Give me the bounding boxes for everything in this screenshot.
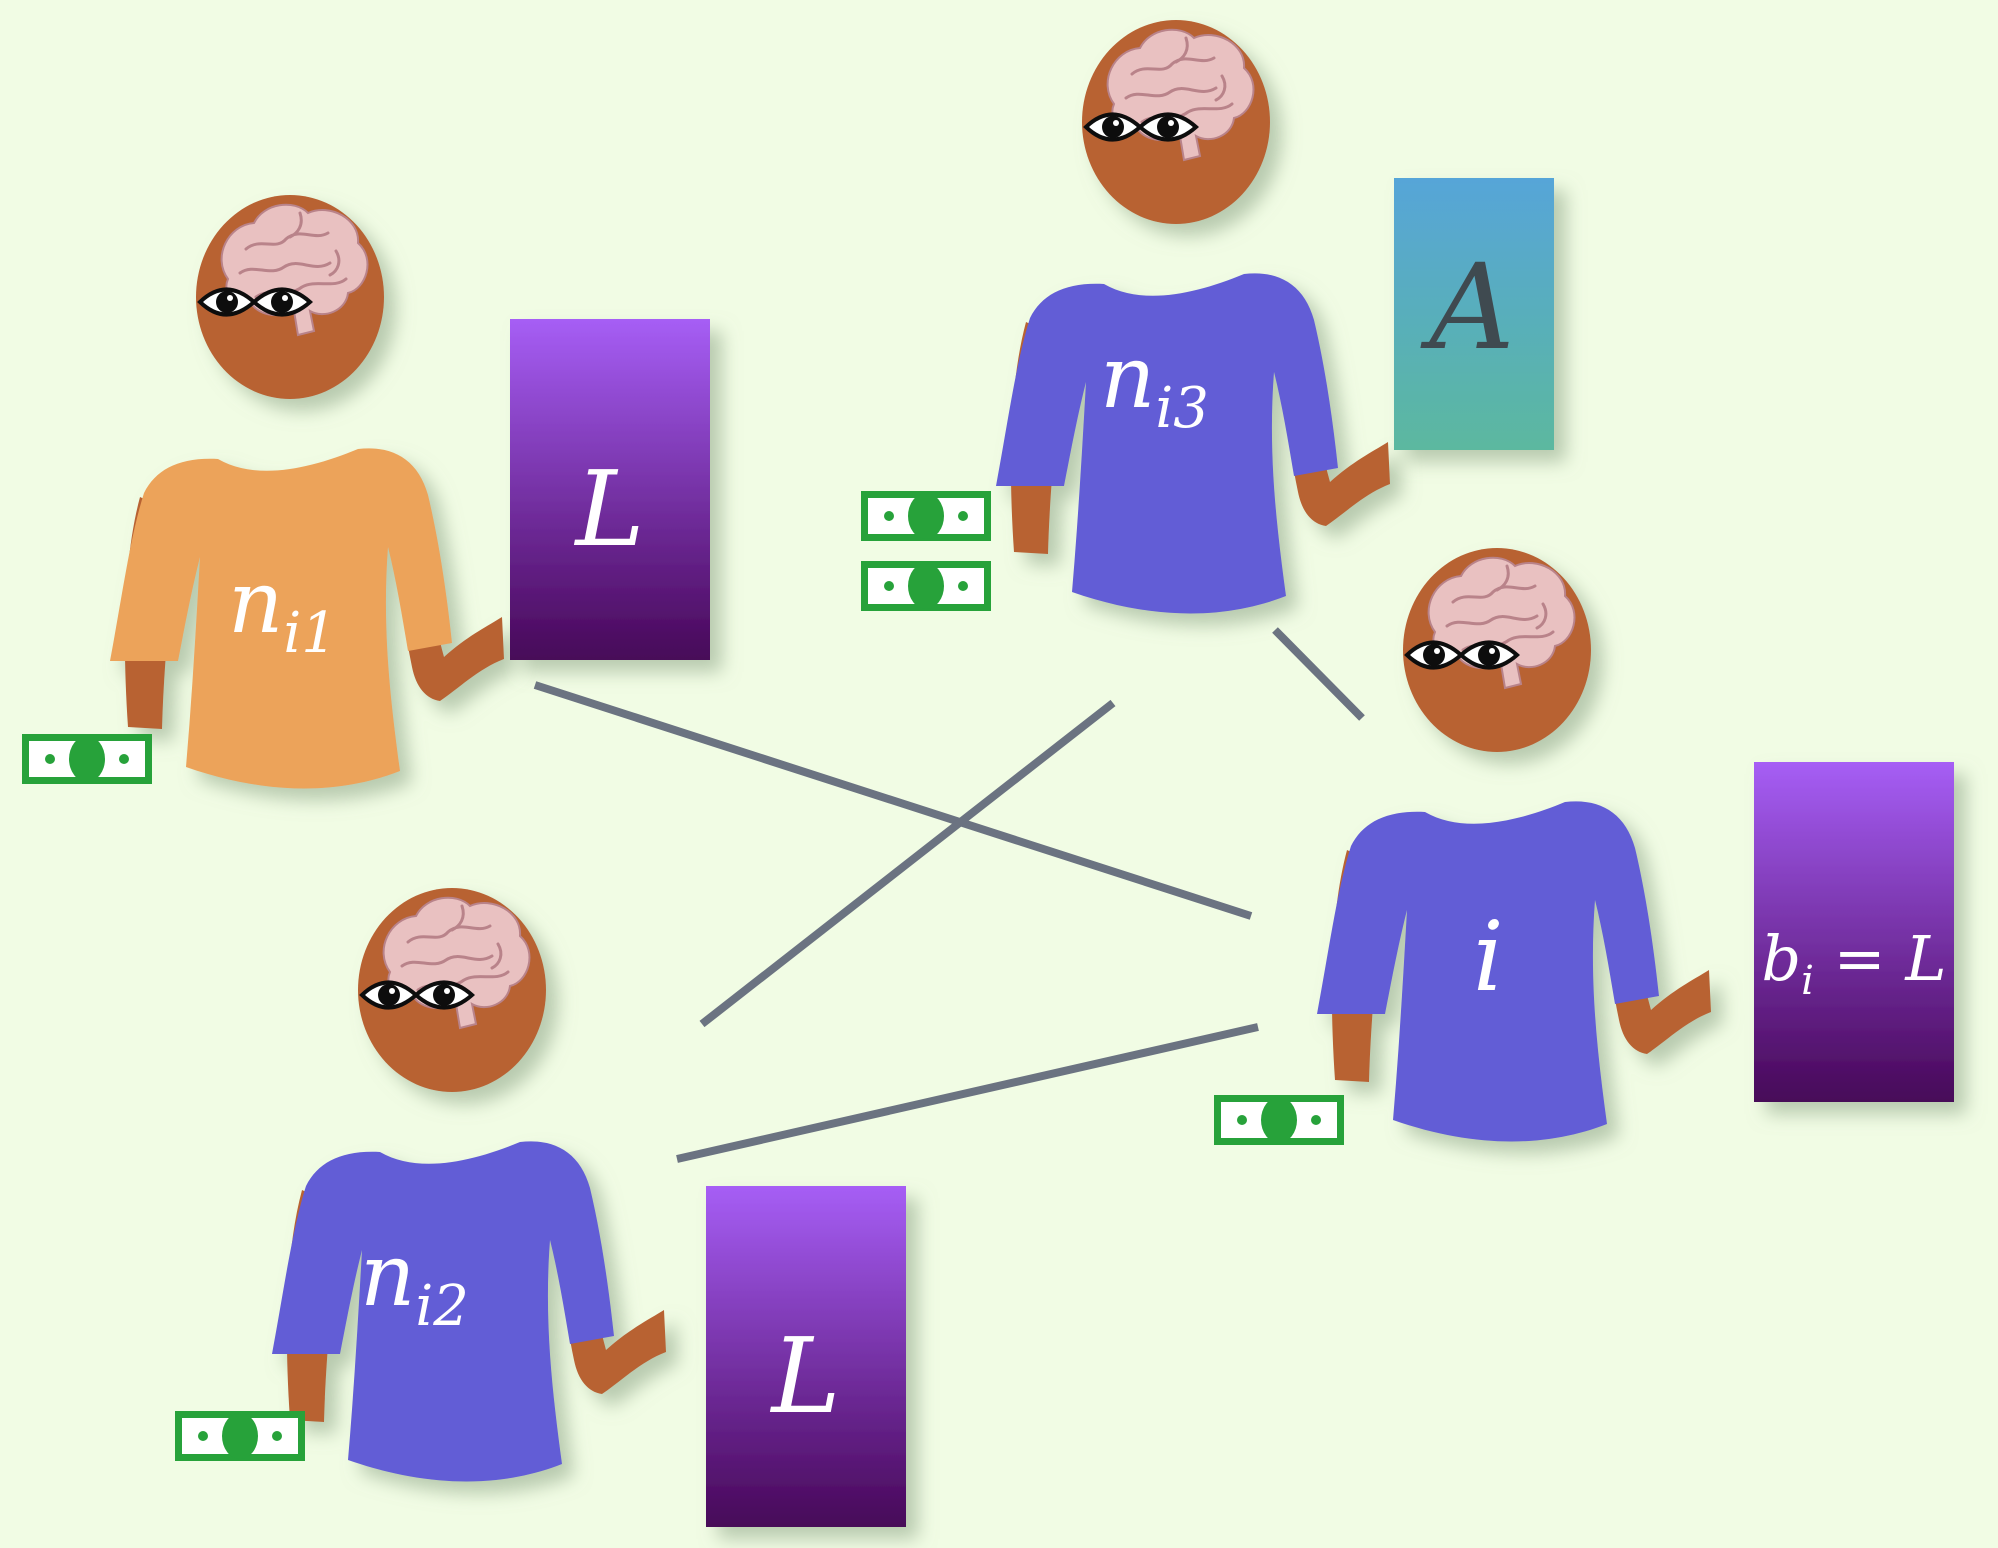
- edge-ni2-i: [676, 1023, 1259, 1163]
- card-ni3: [1394, 178, 1554, 450]
- card-ni3-label: A: [1420, 238, 1514, 376]
- agent-label-i: i: [1473, 901, 1504, 1013]
- shirt: [996, 273, 1338, 614]
- agent-i: i: [1317, 546, 1711, 1142]
- banknote-icon: [175, 1411, 305, 1461]
- agent-ni2: ni2: [272, 886, 666, 1482]
- card-i: [1754, 762, 1954, 1102]
- banknote-icon: [1214, 1095, 1344, 1145]
- banknote-icon: [861, 561, 991, 611]
- card-i-label: bi = L: [1761, 922, 1946, 1004]
- banknote-icon: [861, 491, 991, 541]
- card-ni2-label: L: [769, 1315, 840, 1437]
- agent-ni1: ni1: [110, 193, 504, 789]
- card-ni1: [510, 319, 710, 660]
- agent-label-ni1: ni1: [228, 553, 337, 666]
- card-ni1-label: L: [573, 448, 644, 570]
- agent-label-ni3: ni3: [1100, 328, 1209, 441]
- card-ni2: [706, 1186, 906, 1527]
- agent-label-ni2: ni2: [360, 1226, 469, 1339]
- agent-ni3: ni3: [996, 18, 1390, 614]
- edge-ni2-ni3: [699, 699, 1116, 1028]
- edges: [533, 627, 1365, 1163]
- edge-ni3-i: [1272, 627, 1365, 721]
- banknote-icon: [22, 734, 152, 784]
- edge-ni1-i: [533, 681, 1253, 920]
